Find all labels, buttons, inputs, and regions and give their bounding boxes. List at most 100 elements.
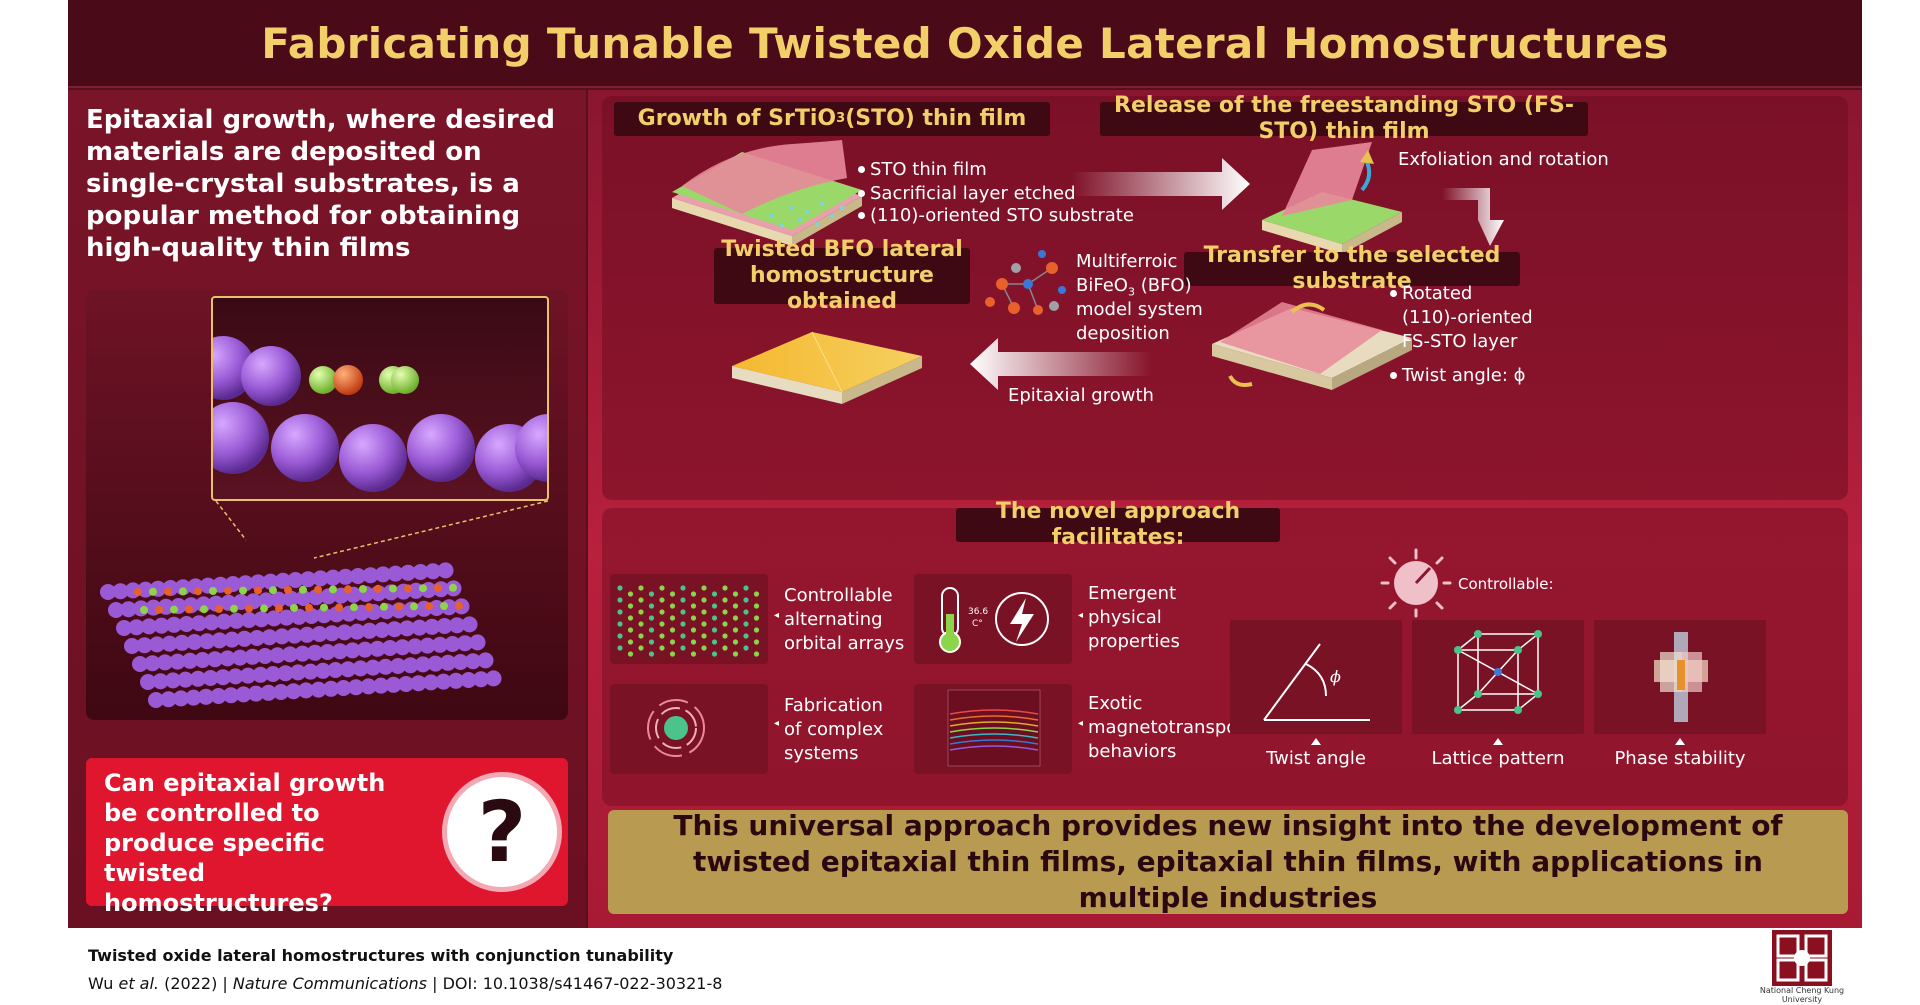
purple-atom — [278, 609, 295, 626]
purple-atom — [377, 658, 394, 675]
question-text: Can epitaxial growth be controlled to pr… — [104, 769, 386, 917]
purple-atom — [198, 688, 214, 705]
pointer-dot — [1390, 290, 1397, 297]
orbital-dot — [617, 633, 623, 639]
orbital-dot — [627, 591, 634, 597]
feature-4-line-3: behaviors — [1088, 741, 1177, 762]
orbital-dot — [648, 603, 655, 609]
controllable-label: Controllable: — [1458, 575, 1554, 593]
rotated-layer-label-1: Rotated — [1402, 283, 1473, 304]
purple-atom — [194, 652, 211, 668]
purple-atom — [265, 666, 281, 682]
purple-atom — [140, 674, 156, 690]
target-rings-icon — [647, 699, 705, 757]
purple-atom — [287, 572, 304, 588]
orbital-dot — [617, 597, 623, 603]
purple-atom — [307, 644, 323, 661]
citation-authors: Wu — [88, 974, 114, 993]
purple-atom — [161, 635, 178, 652]
purple-atom — [412, 564, 429, 580]
bfo-label-4: deposition — [1076, 323, 1170, 344]
bfo-molecule-icon — [985, 250, 1066, 315]
surface-atom — [359, 585, 367, 593]
twist-angle-tile: ϕ — [1230, 620, 1402, 734]
purple-atom — [428, 600, 445, 616]
page-title: Fabricating Tunable Twisted Oxide Latera… — [261, 18, 1669, 68]
orbital-dot — [711, 639, 718, 645]
purple-atom — [210, 688, 227, 704]
purple-atom — [385, 676, 402, 693]
purple-atom — [386, 621, 403, 638]
infographic-frame: Fabricating Tunable Twisted Oxide Latera… — [68, 0, 1862, 928]
exfoliation-label: Exfoliation and rotation — [1398, 149, 1609, 170]
surface-atom — [365, 603, 373, 611]
feature-2-line-1: Emergent — [1088, 583, 1177, 604]
step4-title-line1: Twisted BFO lateral — [721, 237, 963, 262]
purple-atom — [112, 583, 129, 600]
purple-atom — [157, 654, 173, 671]
orbital-dot — [722, 609, 728, 615]
orbital-dot — [638, 585, 644, 591]
pointer-dot — [858, 190, 865, 197]
bfo-formula-sub: 3 — [1127, 285, 1135, 299]
orbital-dot — [701, 585, 707, 591]
step1-title-text: Growth of SrTiO — [637, 106, 837, 131]
purple-atom — [257, 648, 273, 664]
orbital-dot — [732, 651, 739, 657]
thermo-unit: C° — [972, 619, 983, 629]
purple-atom — [174, 634, 190, 651]
bfo-label-1: Multiferroic — [1076, 251, 1178, 272]
purple-atom — [460, 672, 477, 688]
pointer-dot — [858, 212, 865, 219]
purple-atom — [394, 639, 411, 656]
purple-atom — [461, 616, 478, 633]
purple-atom — [262, 573, 279, 590]
purple-atom — [295, 590, 312, 606]
surface-atom — [410, 602, 418, 611]
purple-atom — [148, 692, 164, 708]
orbital-dot — [638, 597, 644, 603]
purple-atom — [400, 564, 416, 581]
purple-atom — [253, 611, 270, 628]
purple-atom — [186, 634, 203, 650]
step4-title-line2: homostructure obtained — [750, 263, 934, 314]
step1-title-sub: 3 — [836, 111, 846, 126]
surface-atom — [155, 605, 163, 614]
purple-atom — [515, 414, 547, 482]
purple-atom — [286, 627, 303, 644]
purple-atom — [169, 653, 186, 670]
twist-angle-icon: ϕ — [1263, 643, 1370, 721]
orbital-dot — [638, 645, 644, 651]
purple-atom — [211, 632, 228, 649]
step2-title: Release of the freestanding STO (FS-STO)… — [1100, 93, 1588, 144]
purple-atom — [312, 570, 329, 587]
surface-atom — [455, 601, 463, 610]
zoom-inset-atoms — [213, 336, 547, 492]
orbital-dot — [627, 651, 634, 657]
step1-title-suffix: (STO) thin film — [845, 106, 1027, 131]
purple-atom — [390, 658, 406, 674]
orbital-dot — [617, 621, 623, 627]
purple-atom — [215, 669, 231, 686]
purple-atom — [207, 651, 223, 668]
surface-atom — [404, 584, 412, 593]
purple-atom — [182, 652, 198, 669]
purple-atom — [432, 636, 448, 653]
orbital-dot — [627, 627, 634, 633]
purple-atom — [424, 618, 440, 635]
intro-text: Epitaxial growth, where desired material… — [86, 105, 556, 263]
purple-atom — [448, 672, 464, 689]
purple-atom — [236, 630, 253, 647]
pointer-arrow-icon: ◂ — [1078, 718, 1084, 729]
purple-atom — [173, 690, 189, 707]
purple-atom — [419, 637, 436, 654]
purple-atom — [283, 590, 299, 607]
orbital-dot — [669, 639, 676, 645]
surface-atom — [299, 585, 307, 594]
feature-2-line-2: physical — [1088, 607, 1162, 628]
purple-atom — [277, 665, 294, 682]
orbital-dot — [753, 603, 760, 609]
purple-atom — [128, 619, 145, 636]
purple-atom — [411, 619, 428, 636]
